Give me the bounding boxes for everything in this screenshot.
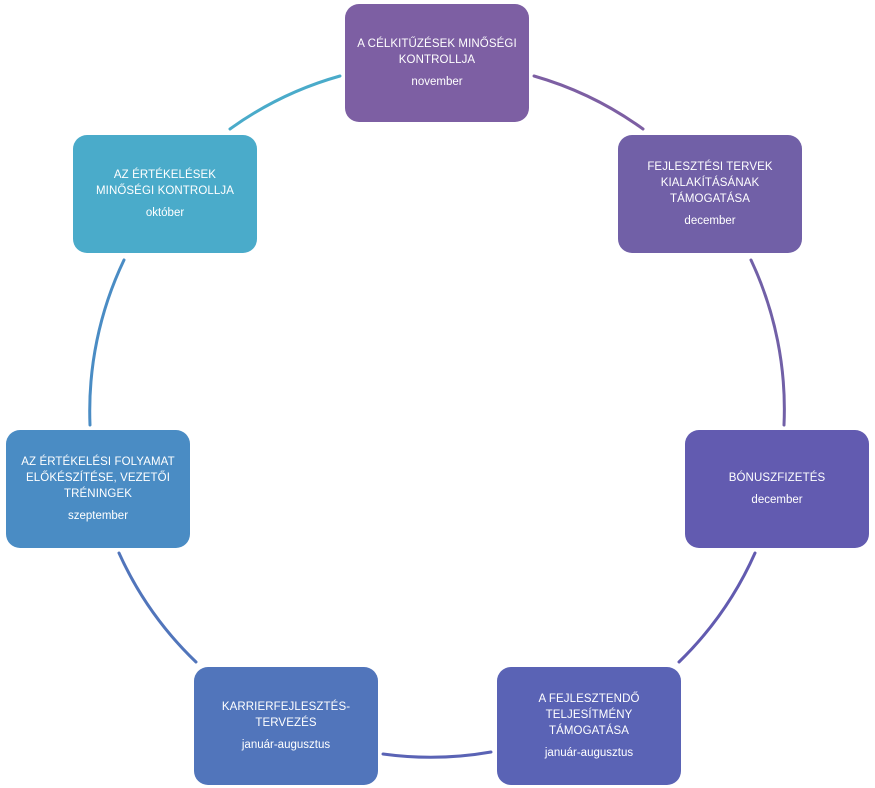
node-period: január-augusztus: [544, 747, 634, 759]
node-period: január-augusztus: [241, 739, 331, 751]
arc-support-career: [381, 750, 493, 759]
node-period: november: [411, 76, 463, 88]
node-evaluations-quality-control: AZ ÉRTÉKELÉSEK MINŐSÉGI KONTROLLJA októb…: [73, 135, 257, 253]
node-period: október: [145, 207, 185, 219]
node-title: BÓNUSZFIZETÉS: [728, 472, 826, 484]
node-development-plans-support: FEJLESZTÉSI TERVEK KIALAKÍTÁSÁNAK TÁMOGA…: [618, 135, 802, 253]
node-title: KARRIERFEJLESZTÉS-TERVEZÉS: [221, 701, 351, 729]
arc-career-preparation: [117, 551, 198, 664]
node-objectives-quality-control: A CÉLKITŰZÉSEK MINŐSÉGI KONTROLLJA novem…: [345, 4, 529, 122]
node-title: FEJLESZTÉSI TERVEK KIALAKÍTÁSÁNAK TÁMOGA…: [647, 161, 773, 205]
node-title: AZ ÉRTÉKELÉSEK MINŐSÉGI KONTROLLJA: [95, 169, 234, 197]
arc-evaluation-november: [228, 74, 342, 131]
node-period: szeptember: [67, 510, 129, 522]
arc-november-december: [532, 74, 645, 131]
node-title: A CÉLKITŰZÉSEK MINŐSÉGI KONTROLLJA: [357, 38, 517, 66]
node-bonus-payment: BÓNUSZFIZETÉS december: [685, 430, 869, 548]
node-period: december: [751, 494, 803, 506]
arc-december-bonus: [749, 258, 786, 427]
node-performance-support: A FEJLESZTENDŐ TELJESÍTMÉNY TÁMOGATÁSA j…: [497, 667, 681, 785]
node-career-planning: KARRIERFEJLESZTÉS-TERVEZÉS január-augusz…: [194, 667, 378, 785]
node-period: december: [684, 215, 736, 227]
node-title: A FEJLESZTENDŐ TELJESÍTMÉNY TÁMOGATÁSA: [538, 693, 640, 737]
arc-preparation-evaluation: [88, 258, 126, 427]
node-evaluation-preparation: AZ ÉRTÉKELÉSI FOLYAMAT ELŐKÉSZÍTÉSE, VEZ…: [6, 430, 190, 548]
node-title: AZ ÉRTÉKELÉSI FOLYAMAT ELŐKÉSZÍTÉSE, VEZ…: [21, 456, 175, 500]
arc-bonus-support: [677, 551, 757, 664]
